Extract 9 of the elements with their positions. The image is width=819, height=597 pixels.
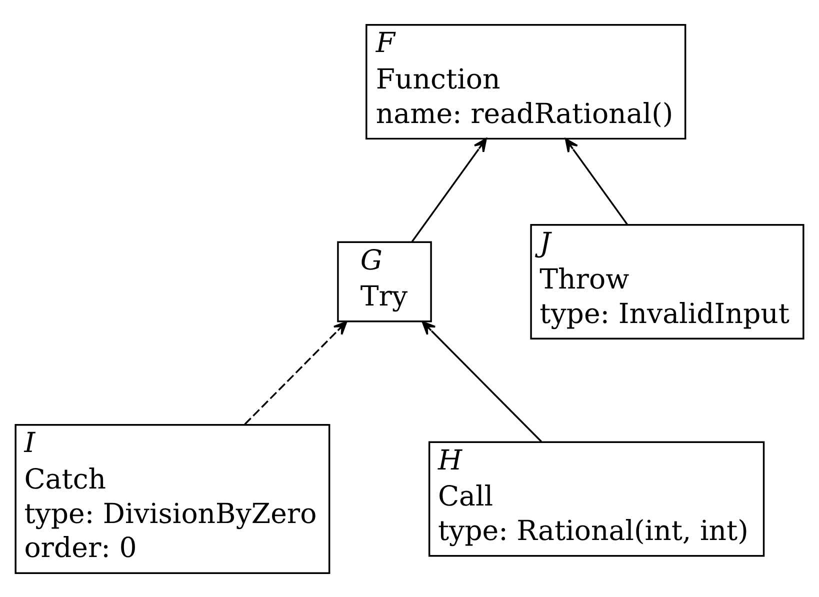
node-box: H Call type: Rational(int, int) xyxy=(428,440,765,556)
node-box: I Catch type: DivisionByZero order: 0 xyxy=(14,423,330,574)
arrow xyxy=(244,320,348,424)
arrow xyxy=(564,138,628,225)
node-box: G Try xyxy=(337,240,432,322)
arrow xyxy=(422,320,542,442)
node-box: F Function name: readRational() xyxy=(366,24,686,140)
arrow xyxy=(411,138,487,242)
node-box: J Throw type: InvalidInput xyxy=(530,224,804,340)
